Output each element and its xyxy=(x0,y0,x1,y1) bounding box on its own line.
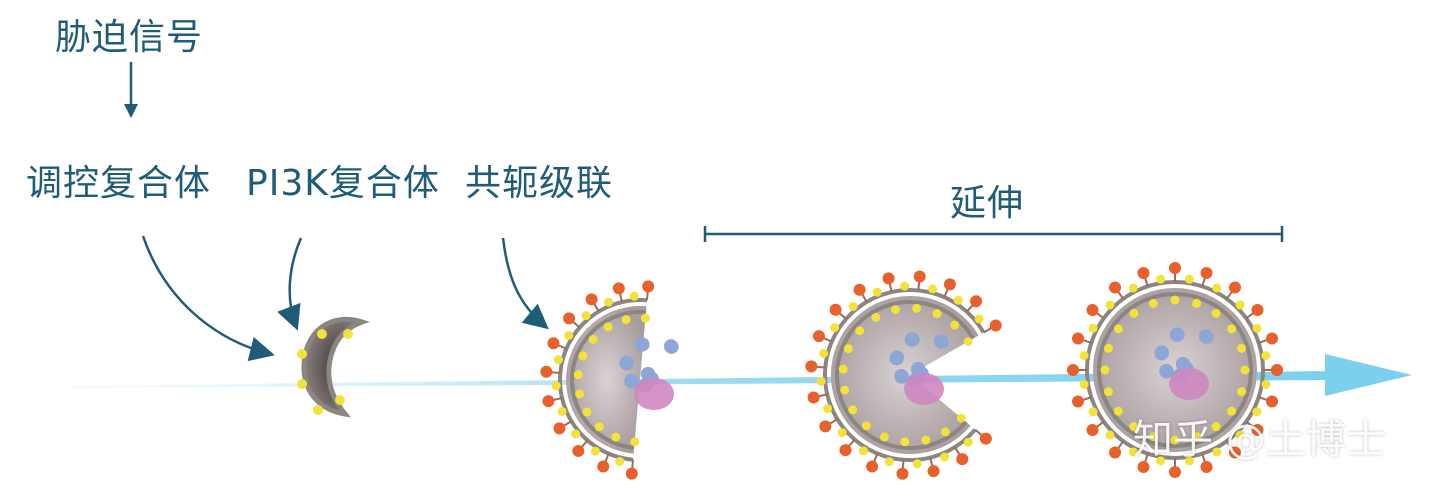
autophagosome-closed xyxy=(1067,262,1283,478)
autophagosome-partial xyxy=(805,270,1002,480)
elongation-label: 延伸 xyxy=(950,183,1025,224)
stress-signal-label: 胁迫信号 xyxy=(55,17,204,58)
conjugation-cascade-label: 共轭级联 xyxy=(465,163,614,204)
curved-arrow-icon xyxy=(141,235,549,362)
protein-cluster xyxy=(1154,327,1214,400)
phagophore-cup xyxy=(297,316,370,418)
watermark: 知乎 @土博士 xyxy=(1133,417,1386,463)
pi3k-complex-label: PI3K复合体 xyxy=(246,163,440,204)
protein-cluster xyxy=(889,332,949,405)
down-arrow-icon xyxy=(124,62,138,118)
autophagosome-half xyxy=(540,280,679,480)
regulatory-complex-label: 调控复合体 xyxy=(26,163,212,204)
protein-cluster xyxy=(619,337,679,410)
bracket-icon xyxy=(703,226,1284,242)
timeline-arrow-icon xyxy=(70,354,1412,396)
